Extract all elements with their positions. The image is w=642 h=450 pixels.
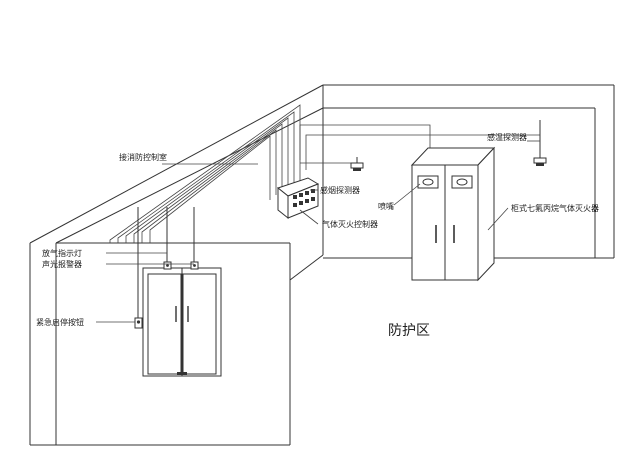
label-smoke-detector: 感烟探测器 — [320, 185, 360, 195]
smoke-detector-icon — [350, 157, 364, 171]
gas-controller-box — [276, 177, 320, 220]
emergency-button-icon — [134, 207, 143, 329]
label-cabinet-system: 柜式七氟丙烷气体灭火器 — [511, 203, 599, 213]
label-protected-zone: 防护区 — [388, 323, 430, 339]
room-walls — [29, 84, 615, 446]
label-sound-light-alarm: 声光报警器 — [42, 259, 82, 269]
leader-lines — [96, 140, 540, 323]
label-gas-controller: 气体灭火控制器 — [322, 219, 378, 229]
label-nozzle: 喷嘴 — [378, 201, 394, 211]
label-heat-detector: 感温探测器 — [487, 132, 527, 142]
label-control-room: 接消防控制室 — [119, 152, 167, 162]
sound-light-alarm-icon — [190, 207, 199, 270]
double-door — [142, 267, 222, 377]
discharge-light-icon — [163, 207, 172, 270]
label-emergency-button: 紧急启停按钮 — [36, 317, 84, 327]
heat-detector-icon — [533, 120, 547, 166]
cabinet-extinguisher — [410, 146, 496, 282]
label-discharge-light: 放气指示灯 — [42, 248, 82, 258]
